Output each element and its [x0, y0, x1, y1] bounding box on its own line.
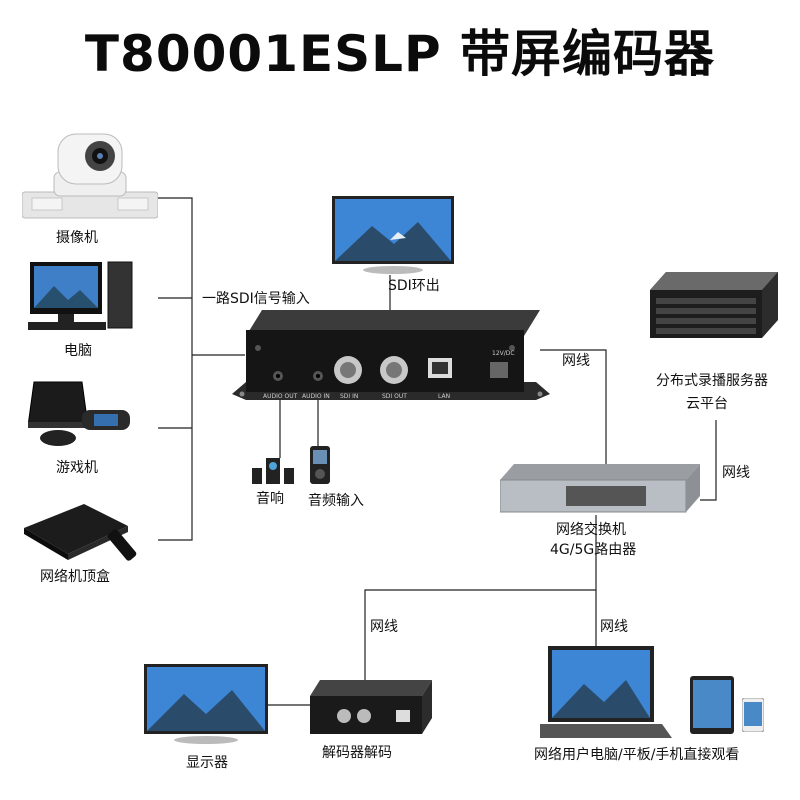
set-top-box-icon: [24, 504, 152, 562]
switch-label-line1: 网络交换机: [556, 519, 626, 539]
port-audio-in: AUDIO IN: [302, 393, 330, 400]
display-label: 显示器: [186, 752, 228, 772]
pc-icon: [24, 256, 134, 332]
set-top-box-label: 网络机顶盒: [40, 566, 110, 586]
audio-input-label: 音频输入: [308, 490, 364, 510]
port-audio-out: AUDIO OUT: [263, 393, 297, 400]
tablet-icon: [690, 676, 734, 734]
camera-label: 摄像机: [56, 227, 98, 247]
server-label-line1: 分布式录播服务器: [656, 370, 768, 390]
game-console-label: 游戏机: [56, 457, 98, 477]
cable-label-clients: 网线: [600, 616, 628, 636]
display-icon: [144, 664, 268, 746]
port-sdi-out: SDI OUT: [382, 393, 407, 400]
sdi-input-label: 一路SDI信号输入: [202, 288, 310, 308]
port-lan: LAN: [438, 393, 450, 400]
cable-label-encoder: 网线: [562, 350, 590, 370]
encoder-device: [232, 310, 550, 406]
phone-icon: [742, 698, 764, 732]
decoder-label: 解码器解码: [322, 742, 392, 762]
speaker-icon: [252, 458, 296, 486]
decoder-device: [310, 680, 432, 738]
camera-icon: [22, 132, 158, 220]
monitor-icon: [332, 196, 454, 276]
switch-label-line2: 4G/5G路由器: [550, 539, 636, 559]
laptop-icon: [540, 644, 674, 744]
port-sdi-in: SDI IN: [340, 393, 358, 400]
server-icon: [646, 272, 778, 364]
sdi-loop-label: SDI环出: [388, 275, 440, 295]
audio-player-icon: [310, 446, 330, 484]
server-label-line2: 云平台: [686, 393, 728, 413]
clients-label: 网络用户电脑/平板/手机直接观看: [534, 744, 739, 764]
pc-label: 电脑: [64, 340, 92, 360]
cable-label-server: 网线: [722, 462, 750, 482]
game-console-icon: [28, 378, 138, 448]
speaker-label: 音响: [256, 488, 284, 508]
cable-label-decoder: 网线: [370, 616, 398, 636]
port-power: 12V/DC: [492, 350, 515, 357]
network-switch-icon: [500, 464, 700, 516]
